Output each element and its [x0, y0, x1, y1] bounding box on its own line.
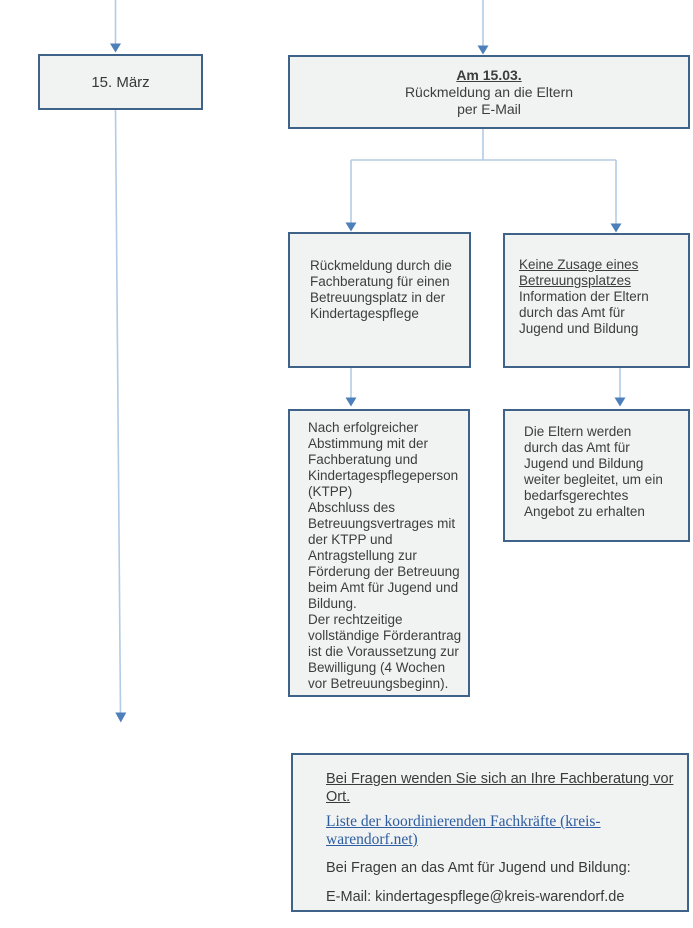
arrowhead-down-icon	[477, 45, 489, 55]
contact-info-box: Bei Fragen wenden Sie sich an Ihre Fachb…	[291, 753, 689, 912]
arrowhead-down-icon	[345, 222, 357, 232]
placement-feedback-box: Rückmeldung durch die Fachberatung für e…	[288, 232, 471, 368]
arrowhead-down-icon	[610, 223, 622, 233]
feedback-email-box: Am 15.03. Rückmeldung an die Eltern per …	[288, 55, 690, 129]
arrowhead-down-icon	[115, 712, 127, 723]
feedback-email-title: Am 15.03.	[456, 66, 522, 83]
arrowhead-down-icon	[345, 397, 357, 407]
parent-support-box: Die Eltern werden durch das Amt für Juge…	[503, 409, 690, 542]
march-date-box: 15. März	[38, 54, 203, 110]
contact-link-line: Liste der koordinierenden Fachkräfte (kr…	[326, 813, 677, 849]
placement-feedback-text: Rückmeldung durch die Fachberatung für e…	[310, 258, 452, 321]
contact-office-text: Bei Fragen an das Amt für Jugend und Bil…	[326, 860, 631, 876]
no-placement-title: Keine Zusage eines Betreuungsplatzes	[519, 257, 639, 288]
arrowhead-down-icon	[110, 43, 121, 53]
specialist-list-link[interactable]: Liste der koordinierenden Fachkräfte (kr…	[326, 813, 601, 848]
no-placement-box: Keine Zusage eines Betreuungsplatzes Inf…	[503, 233, 690, 368]
feedback-email-body: Rückmeldung an die Eltern per E-Mail	[404, 83, 574, 117]
no-placement-text: Information der Eltern durch das Amt für…	[519, 289, 649, 336]
march-date-label: 15. März	[91, 73, 150, 91]
parent-support-text: Die Eltern werden durch das Amt für Juge…	[524, 424, 663, 519]
contract-process-box: Nach erfolgreicher Abstimmung mit der Fa…	[288, 409, 470, 697]
contract-process-text: Nach erfolgreicher Abstimmung mit der Fa…	[308, 420, 462, 691]
contact-intro-text: Bei Fragen wenden Sie sich an Ihre Fachb…	[326, 771, 674, 805]
contact-email-text: E-Mail: kindertagespflege@kreis-warendor…	[326, 889, 625, 905]
connector-line	[114, 109, 122, 714]
arrowhead-down-icon	[614, 397, 626, 407]
